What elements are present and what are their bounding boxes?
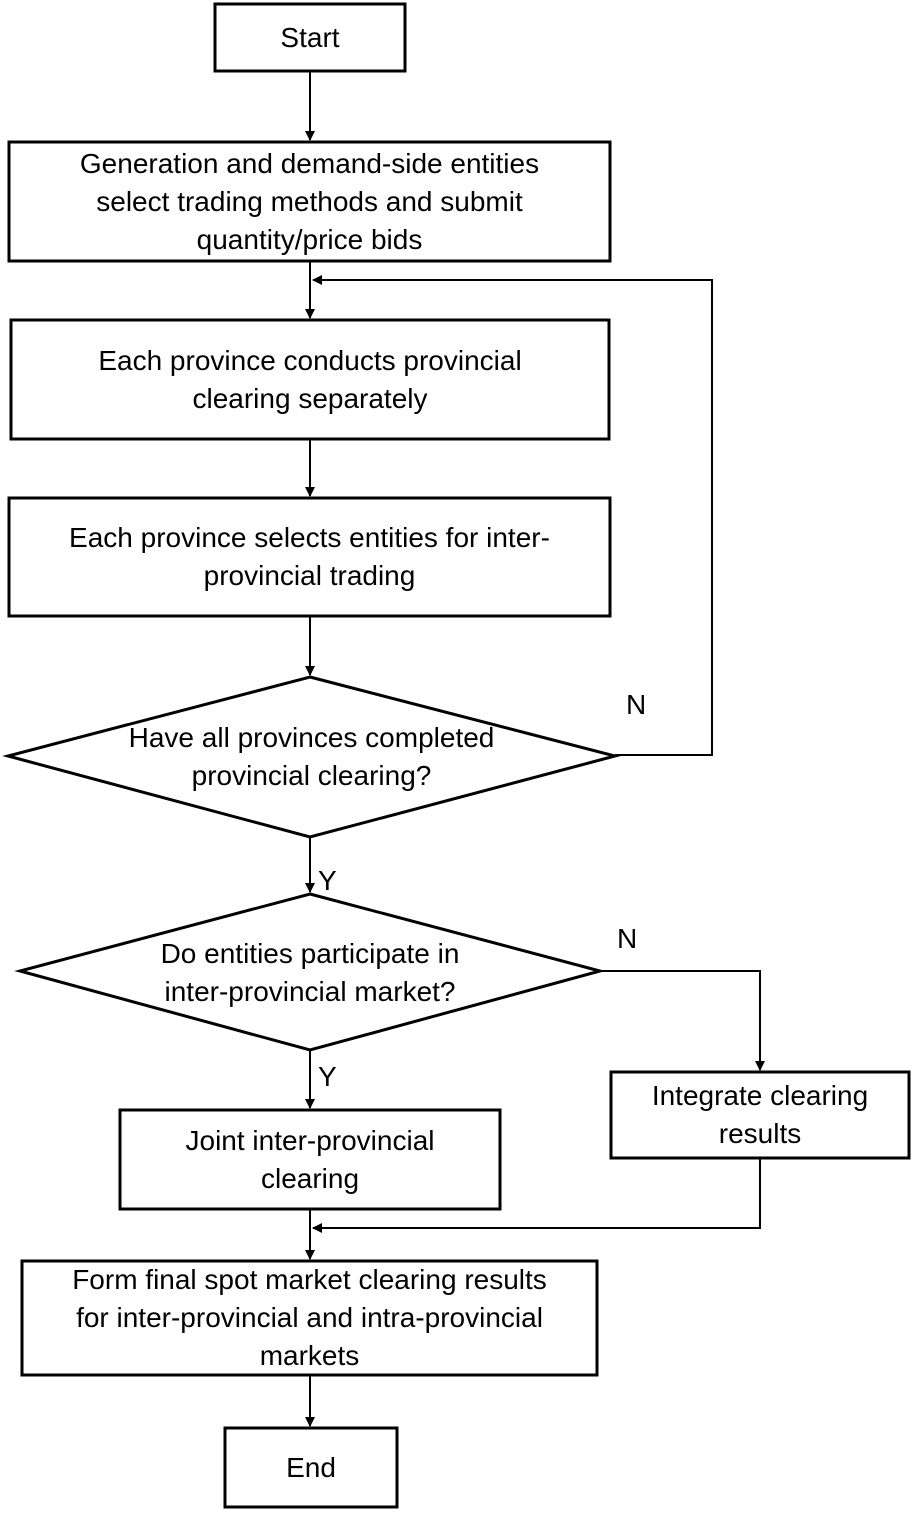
provincial-clearing-box — [9, 318, 611, 441]
node-text-line: Form final spot market clearing results — [72, 1264, 547, 1295]
node-text-line: Start — [280, 21, 340, 53]
final-results-label: Form final spot market clearing results f… — [22, 1261, 597, 1375]
node-text-line: Do entities participate in — [160, 938, 460, 969]
node-text-line: inter-provincial market? — [164, 976, 456, 1007]
node-text-line: results — [718, 1118, 802, 1149]
node-text-line: clearing separately — [192, 382, 428, 414]
submit-bids-label: Generation and demand-side entities selec… — [9, 142, 610, 261]
node-text-line: Joint inter-provincial — [185, 1124, 435, 1156]
provincial-clearing-label: Each province conducts provincial clearin… — [11, 320, 609, 439]
edge-label-participate-yes: Y — [318, 1061, 337, 1092]
decision-completed-diamond — [2, 675, 621, 839]
edge-label-completed-no: N — [626, 689, 647, 720]
node-text-line: provincial trading — [203, 560, 416, 591]
node-text-line: select trading methods and submit — [96, 185, 523, 217]
integrate-results-label: Integrate clearing results — [611, 1072, 909, 1158]
edge-integrate-to-final — [312, 1159, 761, 1233]
select-entities-box — [7, 496, 612, 618]
select-entities-label: Each province selects entities for inter… — [9, 498, 610, 616]
node-text-line: for inter-provincial and intra-provincia… — [76, 1302, 543, 1333]
node-text-line: Each province selects entities for inter… — [69, 522, 550, 553]
node-text-line: Have all provinces completed — [128, 722, 495, 753]
node-text-line: Each province conducts provincial — [98, 344, 522, 376]
end-box — [223, 1426, 399, 1509]
joint-clearing-box — [118, 1108, 502, 1211]
node-text-line: Integrate clearing — [651, 1080, 869, 1111]
edge-label-completed-yes: Y — [318, 865, 337, 896]
submit-bids-box — [7, 140, 612, 263]
edge-label-participate-no: N — [617, 923, 638, 954]
decision-participate-diamond — [14, 892, 606, 1052]
integrate-results-box — [609, 1070, 911, 1160]
decision-completed-label: Have all provinces completed provincial c… — [8, 717, 615, 797]
node-text-line: Generation and demand-side entities — [79, 147, 540, 179]
edge-decision2-no — [600, 970, 765, 1071]
node-text-line: clearing — [260, 1162, 360, 1194]
node-text-line: markets — [259, 1340, 360, 1371]
final-results-box — [20, 1259, 599, 1377]
start-label: Start — [215, 4, 405, 71]
end-label: End — [225, 1428, 397, 1507]
edge-decision1-no-loop — [312, 275, 713, 756]
joint-clearing-label: Joint inter-provincial clearing — [120, 1110, 500, 1209]
node-text-line: quantity/price bids — [196, 223, 423, 255]
node-text-line: End — [286, 1451, 336, 1483]
node-text-line: provincial clearing? — [191, 760, 432, 791]
start-box — [213, 2, 407, 73]
decision-participate-label: Do entities participate in inter-provinci… — [20, 933, 600, 1013]
